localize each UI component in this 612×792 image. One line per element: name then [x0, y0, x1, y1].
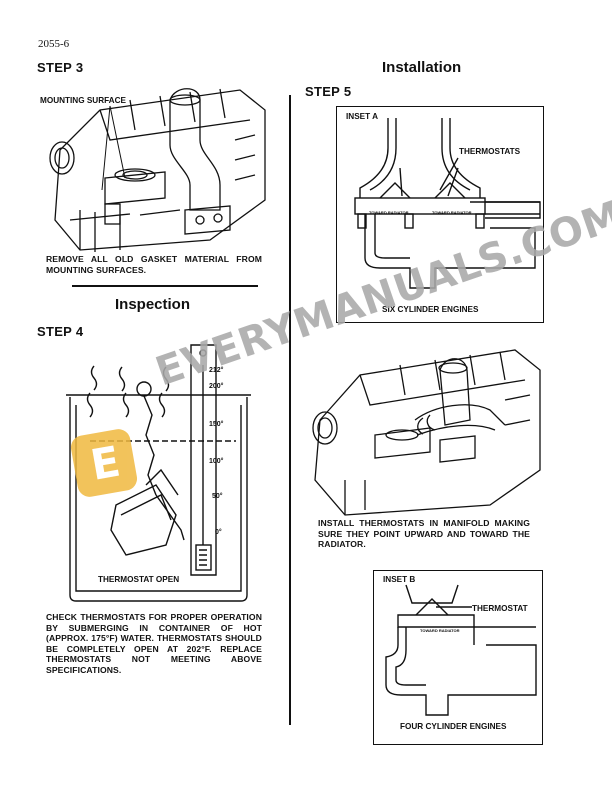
installation-heading: Installation [382, 59, 462, 76]
thermostat-open-callout: THERMOSTAT OPEN [98, 575, 180, 584]
step-3-engine-illustration [49, 88, 266, 252]
column-divider [289, 95, 291, 725]
inset-a-caption: SIX CYLINDER ENGINES [382, 305, 479, 314]
step-5-engine-illustration [312, 349, 541, 516]
step-5-label: STEP 5 [305, 84, 352, 99]
watermark-badge: E [69, 427, 139, 499]
step-4-caption: CHECK THERMOSTATS FOR PROPER OPERATION B… [46, 612, 262, 675]
inset-b-manifold-illustration [385, 584, 537, 716]
inspection-heading: Inspection [115, 296, 191, 313]
inset-b-caption: FOUR CYLINDER ENGINES [400, 722, 507, 731]
thermo-tick-200: 200° [209, 383, 224, 390]
watermark-badge-letter: E [87, 436, 124, 490]
thermo-tick-150: 150° [209, 421, 224, 428]
step-3-label: STEP 3 [37, 60, 84, 75]
inset-b-title: INSET B [383, 575, 416, 584]
inspection-container-illustration [66, 344, 251, 602]
mounting-surface-callout: MOUNTING SURFACE [40, 96, 126, 105]
inset-a-manifold-illustration [354, 118, 541, 289]
section-divider [72, 285, 258, 287]
thermo-tick-212: 212° [209, 367, 224, 374]
thermo-tick-0: 0° [215, 529, 222, 536]
step-3-caption: REMOVE ALL OLD GASKET MATERIAL FROM MOUN… [46, 254, 262, 275]
thermo-tick-100: 100° [209, 458, 224, 465]
page-number: 2055-6 [38, 38, 70, 50]
inset-a-part-label-2: TOWARD RADIATOR [432, 210, 472, 215]
inset-a-thermostats-callout: THERMOSTATS [459, 147, 521, 156]
inset-b-part-label: TOWARD RADIATOR [420, 628, 460, 633]
inset-b-frame [373, 570, 543, 745]
inset-a-part-label-1: TOWARD RADIATOR [369, 210, 409, 215]
step-5-caption: INSTALL THERMOSTATS IN MANIFOLD MAKING S… [318, 518, 530, 549]
step-4-label: STEP 4 [37, 324, 84, 339]
inset-a-title: INSET A [346, 112, 378, 121]
thermo-tick-50: 50° [212, 493, 223, 500]
inset-b-thermostat-callout: THERMOSTAT [472, 604, 528, 613]
